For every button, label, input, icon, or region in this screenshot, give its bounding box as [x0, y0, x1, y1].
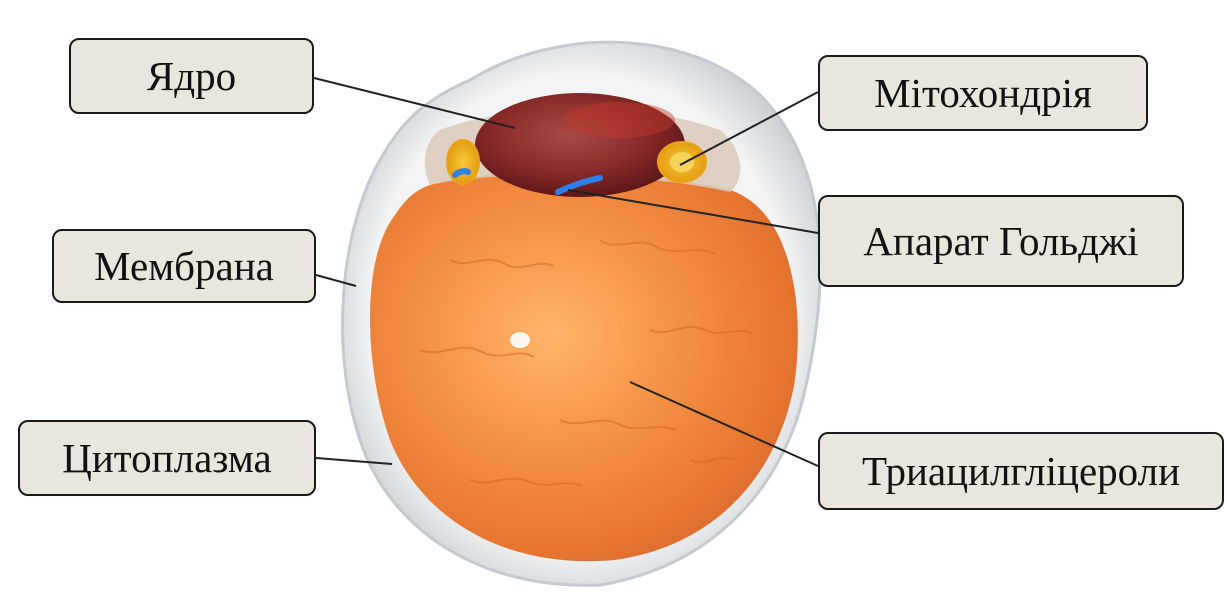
droplet-highlight: [510, 332, 530, 348]
triacylglycerol-droplet: [370, 172, 798, 561]
mitochondrion-right-inner: [670, 152, 694, 172]
label-mitochondria: Мітохондрія: [818, 55, 1148, 131]
label-cytoplasm: Цитоплазма: [18, 420, 316, 496]
label-nucleus: Ядро: [69, 38, 314, 114]
label-membrane: Мембрана: [52, 229, 316, 303]
label-golgi-apparatus: Апарат Гольджі: [818, 195, 1184, 287]
mitochondrion-left: [447, 140, 479, 184]
golgi-apparatus-left: [455, 171, 468, 175]
label-triacylglycerols: Триацилгліцероли: [818, 432, 1224, 510]
nucleus-highlight: [565, 102, 675, 138]
